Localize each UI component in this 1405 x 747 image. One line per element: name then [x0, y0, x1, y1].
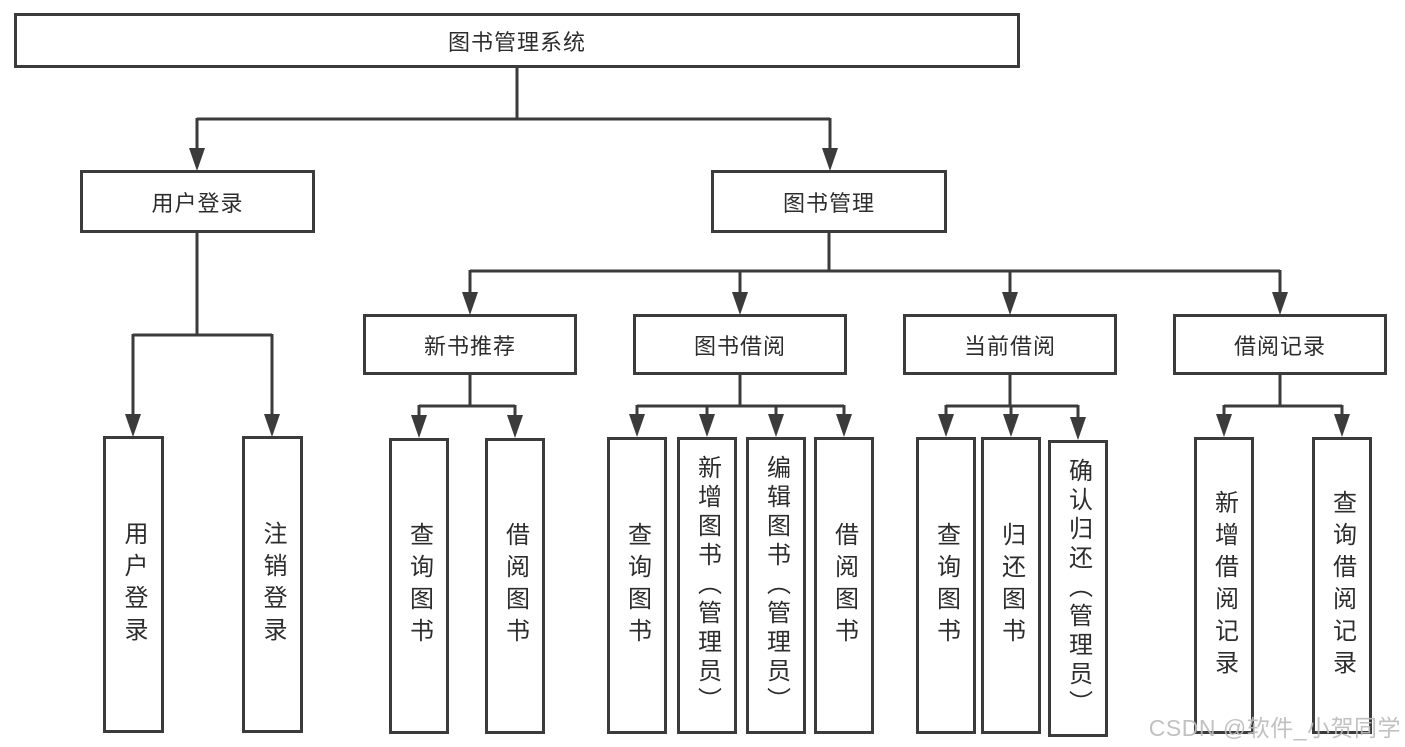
- node-label: 查询图书: [932, 521, 960, 650]
- node-label: 新书推荐: [423, 333, 516, 359]
- node-library-management-system: 图书管理系统: [14, 13, 1020, 68]
- arrowhead-down-icon: [732, 292, 748, 315]
- node-borrowing-records: 借阅记录: [1173, 314, 1387, 375]
- node-borrow-book: 借阅图书: [814, 437, 874, 734]
- node-label: 编辑图书（管理员）: [762, 455, 790, 716]
- node-user-login: 用户登录: [80, 170, 315, 233]
- node-label: 当前借阅: [963, 333, 1056, 359]
- arrowhead-down-icon: [1003, 414, 1019, 437]
- connector-borrow-to-leaves: [635, 374, 846, 417]
- node-current-borrowing: 当前借阅: [903, 314, 1117, 375]
- node-label: 借阅记录: [1233, 333, 1326, 359]
- node-label: 新增借阅记录: [1210, 489, 1238, 682]
- node-borrow-book-recommend: 借阅图书: [485, 438, 545, 734]
- connector-userlogin-to-leaves: [131, 232, 274, 417]
- node-label: 用户登录: [151, 190, 244, 216]
- node-label: 注销登录: [259, 520, 286, 649]
- node-label: 图书管理系统: [447, 29, 586, 55]
- connector-lines: [131, 67, 1344, 420]
- arrowhead-down-icon: [938, 414, 954, 437]
- arrowhead-down-icon: [629, 414, 645, 437]
- arrowhead-down-icon: [264, 414, 280, 437]
- node-label: 查询图书: [405, 522, 433, 650]
- node-query-borrow-record: 查询借阅记录: [1312, 437, 1372, 734]
- node-add-borrow-record: 新增借阅记录: [1194, 437, 1254, 734]
- arrowhead-down-icon: [462, 292, 478, 315]
- node-label: 借阅图书: [830, 521, 858, 650]
- arrowhead-down-icon: [768, 414, 784, 437]
- node-label: 归还图书: [997, 521, 1025, 650]
- node-label: 图书管理: [782, 190, 875, 216]
- csdn-watermark: CSDN @软件_小贺同学: [1148, 715, 1401, 741]
- connector-records-to-leaves: [1222, 374, 1344, 417]
- node-return-book: 归还图书: [981, 437, 1041, 734]
- node-book-management: 图书管理: [711, 170, 947, 233]
- node-label: 查询图书: [623, 521, 651, 650]
- node-book-borrowing: 图书借阅: [633, 314, 847, 375]
- arrowhead-down-icon: [1070, 417, 1086, 440]
- arrowhead-down-icon: [836, 414, 852, 437]
- node-confirm-return-admin: 确认归还（管理员）: [1048, 440, 1108, 737]
- node-label: 图书借阅: [693, 333, 786, 359]
- node-new-book-recommendation: 新书推荐: [363, 314, 577, 375]
- connector-bookmgmt-to-level3: [468, 232, 1282, 294]
- node-label: 借阅图书: [501, 522, 529, 650]
- arrowhead-down-icon: [822, 148, 838, 171]
- arrowhead-down-icon: [125, 414, 141, 437]
- arrowhead-down-icon: [507, 415, 523, 438]
- arrowhead-down-icon: [1002, 292, 1018, 315]
- node-add-book-admin: 新增图书（管理员）: [677, 437, 737, 734]
- node-query-books-recommend: 查询图书: [389, 438, 449, 734]
- arrowhead-down-icon: [1216, 414, 1232, 437]
- node-query-books-current: 查询图书: [916, 437, 976, 734]
- node-edit-book-admin: 编辑图书（管理员）: [746, 437, 806, 734]
- node-label: 用户登录: [120, 520, 147, 649]
- arrowhead-down-icon: [699, 414, 715, 437]
- node-label: 查询借阅记录: [1328, 489, 1356, 682]
- node-query-books-borrow: 查询图书: [607, 437, 667, 734]
- node-label: 新增图书（管理员）: [693, 455, 721, 716]
- connector-newbook-to-leaves: [417, 374, 517, 418]
- connector-current-to-leaves: [944, 374, 1080, 420]
- connector-root-to-level2: [195, 67, 832, 151]
- arrowhead-down-icon: [1272, 292, 1288, 315]
- arrowhead-down-icon: [1334, 414, 1350, 437]
- node-label: 确认归还（管理员）: [1064, 458, 1092, 719]
- node-login: 用户登录: [103, 436, 164, 733]
- arrowhead-down-icon: [411, 415, 427, 438]
- arrowhead-down-icon: [189, 148, 205, 171]
- connector-arrowheads: [125, 148, 1350, 440]
- node-logout: 注销登录: [242, 436, 303, 733]
